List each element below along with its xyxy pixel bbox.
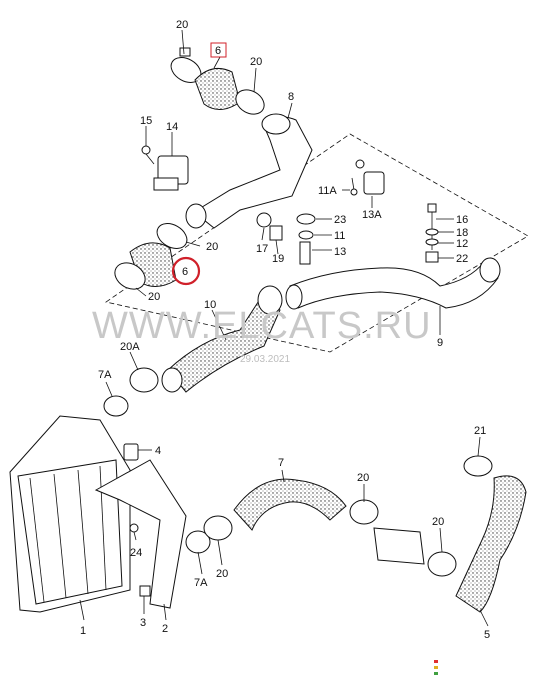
hose-5[interactable] — [455, 475, 527, 613]
label-16: 16 — [456, 214, 468, 226]
seal-7a-top[interactable] — [103, 395, 129, 417]
label-6-top-box — [210, 42, 227, 58]
label-7a-top: 7A — [98, 369, 112, 381]
label-10: 10 — [204, 299, 216, 311]
label-14: 14 — [166, 121, 178, 133]
seal-23[interactable] — [296, 213, 316, 225]
label-13a: 13A — [362, 209, 382, 221]
label-20-top: 20 — [176, 19, 188, 31]
clamp-20-right-1[interactable] — [349, 499, 379, 525]
bolt-24[interactable] — [129, 523, 139, 533]
label-7: 7 — [278, 457, 284, 469]
label-6-mid: 6 — [182, 266, 188, 278]
part-6-highlight-ring — [171, 256, 201, 286]
bush-4[interactable] — [123, 443, 139, 461]
label-19: 19 — [272, 253, 284, 265]
clamp-20-bottom[interactable] — [203, 515, 233, 541]
label-1: 1 — [80, 625, 86, 637]
sensor-13a[interactable] — [355, 159, 385, 195]
clamp-20-mid[interactable] — [153, 218, 192, 253]
label-21: 21 — [474, 425, 486, 437]
watermark-date: 29.03.2021 — [240, 354, 290, 365]
watermark-text: WWW.ELCATS.RU — [92, 305, 432, 347]
label-20-mid: 20 — [206, 241, 218, 253]
clamp-20-low[interactable] — [110, 258, 150, 295]
label-20-r2: 20 — [432, 516, 444, 528]
sender-13[interactable] — [299, 241, 311, 265]
clamp-20a[interactable] — [129, 367, 159, 393]
label-8: 8 — [288, 91, 294, 103]
label-23: 23 — [334, 214, 346, 226]
status-dot-yellow — [434, 666, 438, 669]
label-13: 13 — [334, 246, 346, 258]
label-5: 5 — [484, 629, 490, 641]
clamp-20-top-right[interactable] — [232, 85, 269, 119]
label-20-bot: 20 — [216, 568, 228, 580]
clamp-20-right-2[interactable] — [427, 551, 457, 577]
label-3: 3 — [140, 617, 146, 629]
label-20-r1: 20 — [357, 472, 369, 484]
bolt-3[interactable] — [139, 585, 151, 597]
label-22: 22 — [456, 253, 468, 265]
leader-lines — [79, 29, 489, 627]
connector-pipe[interactable] — [373, 527, 425, 565]
screw-11a[interactable] — [350, 177, 358, 196]
label-2: 2 — [162, 623, 168, 635]
label-12: 12 — [456, 238, 468, 250]
status-dot-red — [434, 660, 438, 663]
label-7a-bot: 7A — [194, 577, 208, 589]
bush-22[interactable] — [425, 251, 439, 263]
label-11: 11 — [334, 230, 345, 242]
pipe-9[interactable] — [285, 257, 501, 310]
label-15: 15 — [140, 115, 152, 127]
washer-18[interactable] — [425, 228, 439, 236]
bracket-2[interactable] — [94, 459, 187, 609]
label-4: 4 — [155, 445, 161, 457]
status-dot-green — [434, 672, 438, 675]
sensor-14[interactable] — [153, 155, 189, 191]
washer-17[interactable] — [256, 212, 272, 228]
clip-11[interactable] — [298, 230, 314, 240]
pipe-8[interactable] — [185, 113, 313, 229]
hose-6-top[interactable] — [194, 67, 241, 110]
washer-12[interactable] — [425, 238, 439, 246]
label-18: 18 — [456, 227, 468, 239]
nut-19[interactable] — [269, 225, 283, 241]
label-24: 24 — [130, 547, 142, 559]
label-9: 9 — [437, 337, 443, 349]
hose-7[interactable] — [233, 478, 347, 531]
intercooler-1[interactable] — [9, 415, 131, 613]
label-20-low: 20 — [148, 291, 160, 303]
clamp-21[interactable] — [463, 455, 493, 477]
status-dots — [434, 660, 438, 675]
label-20-b: 20 — [250, 56, 262, 68]
bolt-15[interactable] — [141, 145, 155, 165]
label-20a: 20A — [120, 341, 140, 353]
label-6-top: 6 — [215, 45, 221, 57]
label-17: 17 — [256, 243, 268, 255]
label-11a: 11A — [318, 185, 337, 197]
hose-10[interactable] — [161, 285, 283, 393]
